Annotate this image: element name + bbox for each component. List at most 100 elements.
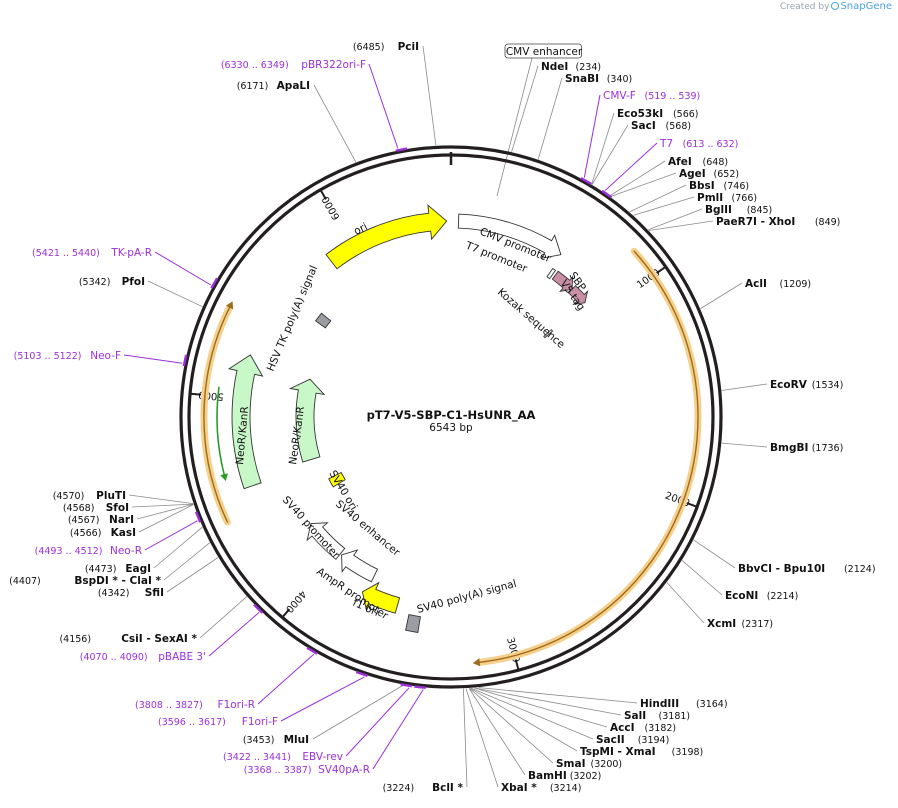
primer-coord: (519 .. 539) [645, 91, 701, 102]
site-leader [693, 539, 736, 569]
primer-t7: T7(613 .. 632) [659, 138, 738, 150]
primer-coord: (4070 .. 4090) [80, 652, 148, 663]
site-name: HindIII [640, 698, 679, 710]
site-coord: (845) [747, 205, 773, 216]
site-leader [163, 542, 211, 581]
site-afei: AfeI(648) [668, 156, 728, 168]
site-coord: (3164) [696, 699, 728, 710]
feature-label-cmv-enhancer: CMV enhancer [506, 46, 583, 58]
site-leader [469, 687, 578, 752]
neo-inner-arrowhead [220, 473, 228, 481]
site-xbai: XbaI *(3214) [501, 782, 581, 794]
site-leader [128, 494, 194, 504]
site-name: BclI * [432, 782, 463, 794]
site-coord: (2214) [767, 591, 799, 602]
site-coord: (652) [714, 169, 740, 180]
site-pcii: PciI(6485) [353, 41, 419, 53]
site-name: KasI [111, 527, 136, 539]
primer-mark [194, 511, 202, 523]
ruler-tick [514, 659, 520, 671]
neor-kanr-arrow-outer [227, 354, 264, 490]
site-name: SnaBI [565, 73, 599, 85]
site-sali: SalI(3181) [624, 710, 690, 722]
primer-name: TK-pA-R [110, 247, 152, 259]
site-xcmi: XcmI (2317) [707, 618, 773, 630]
sv40-promoter-arrow [306, 522, 346, 560]
sbp-arrow [551, 270, 574, 292]
ruler-label: 6000 [320, 194, 342, 222]
site-apali: ApaLI(6171) [237, 80, 310, 92]
site-kasi: KasI(4566) [70, 527, 136, 539]
site-name: NarI [109, 514, 134, 526]
site-leader [478, 687, 638, 704]
site-bbvci-bpu10i: BbvCI - Bpu10I(2124) [738, 563, 876, 575]
site-leader [471, 687, 594, 740]
site-coord: (3198) [672, 747, 704, 758]
primer-name: F1ori-F [242, 716, 278, 728]
f1-ori-arrow [361, 581, 401, 614]
primer-marks [182, 147, 613, 690]
site-name: EagI [125, 563, 151, 575]
primer-coord: (3422 .. 3441) [223, 752, 291, 763]
primer-name: Neo-F [90, 350, 121, 362]
site-coord: (2317) [742, 619, 774, 630]
site-coord: (3194) [638, 735, 670, 746]
site-leader [138, 504, 194, 533]
site-sfoi: SfoI (4568) [63, 502, 129, 514]
site-leader [591, 112, 615, 185]
site-mlui: MluI(3453) [243, 734, 309, 746]
site-nari: NarI (4567) [68, 514, 134, 526]
primer-sv40pa-r: SV40pA-R(3368 .. 3387) [244, 764, 370, 776]
site-leader [629, 184, 687, 213]
site-leader [648, 208, 703, 231]
site-leader [648, 220, 714, 231]
ruler-tick [686, 502, 698, 508]
site-ndei: NdeI(234) [541, 61, 601, 73]
brand-name: SnapGene [840, 1, 892, 12]
primer-leader [154, 251, 212, 286]
site-sacii: SacII(3194) [596, 734, 669, 746]
orf-arc [479, 250, 699, 663]
site-coord: (566) [673, 109, 699, 120]
sv40-ori-box [328, 471, 346, 488]
site-name: PciI [398, 41, 419, 53]
site-name: BbsI [689, 180, 715, 192]
site-coord: (4567) [68, 515, 100, 526]
primer-name: Neo-R [110, 545, 142, 557]
site-coord: (6171) [237, 81, 269, 92]
site-name: XcmI [707, 618, 736, 630]
site-name: PluTI [96, 490, 126, 502]
site-leader [312, 684, 405, 740]
site-eagi: EagI(4473) [85, 563, 151, 575]
site-coord: (4568) [63, 503, 95, 514]
plasmid-center-title: pT7-V5-SBP-C1-HsUNR_AA 6543 bp [367, 408, 536, 434]
primer-mark [400, 683, 413, 688]
site-acli: AclI(1209) [745, 278, 811, 290]
site-name: SacI [631, 120, 656, 132]
site-name: CsiI - SexAI * [121, 633, 197, 645]
site-name: EcoNI [725, 590, 758, 602]
site-leader [199, 596, 248, 639]
site-name: Eco53kI [617, 108, 663, 120]
site-coord: (766) [732, 193, 758, 204]
sv40-polya-box [405, 614, 421, 634]
primer-leader [208, 612, 260, 657]
primer-name: pBR322ori-F [301, 59, 366, 71]
site-csii-sexai: CsiI - SexAI *(4156) [59, 633, 197, 645]
site-leader [136, 503, 194, 520]
site-bspdi-clai: BspDI * - ClaI *(4407) [9, 575, 161, 587]
primer-cmv-f: CMV-F(519 .. 539) [603, 90, 700, 102]
primer-mark [253, 603, 264, 614]
primer-mark [182, 354, 188, 367]
primer-leader [345, 687, 410, 757]
site-leader [666, 582, 705, 624]
site-leader [131, 503, 194, 508]
site-bbsi: BbsI(746) [689, 180, 749, 192]
site-name: PfoI [122, 276, 145, 288]
site-coord: (849) [815, 217, 841, 228]
primer-f1ori-r: F1ori-R(3808 .. 3827) [135, 699, 255, 711]
primer-leader [280, 676, 365, 722]
primer-neo-r: Neo-R(4493 .. 4512) [35, 545, 142, 557]
site-name: SfoI [106, 502, 129, 514]
site-coord: (648) [703, 157, 729, 168]
